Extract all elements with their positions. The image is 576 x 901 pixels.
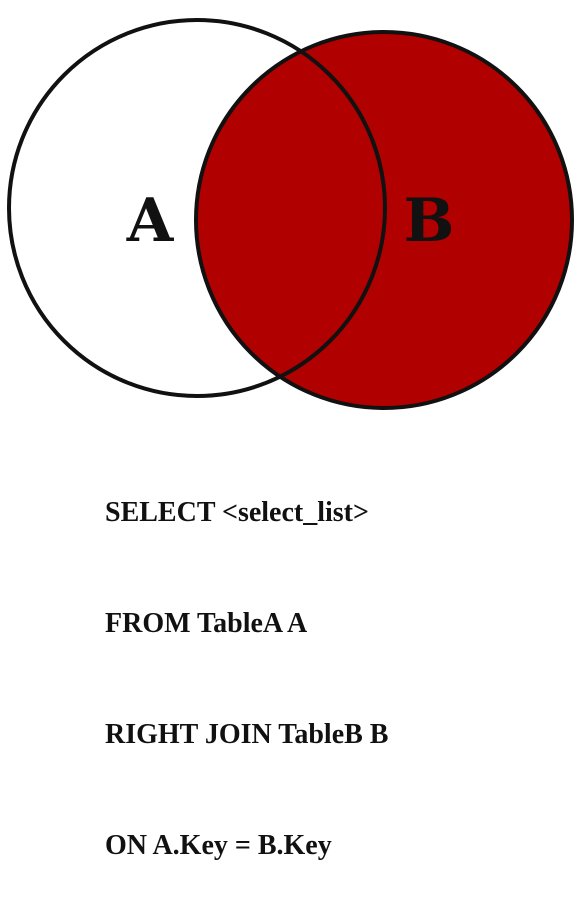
label-a: A bbox=[126, 186, 175, 256]
sql-line-select: SELECT <select_list> bbox=[105, 497, 369, 528]
sql-line-from: FROM TableA A bbox=[105, 608, 308, 639]
venn-diagram: A B bbox=[7, 18, 574, 410]
sql-query: SELECT <select_list> FROM TableA A RIGHT… bbox=[105, 420, 388, 901]
sql-line-join: RIGHT JOIN TableB B bbox=[105, 719, 389, 750]
circle-a bbox=[7, 18, 387, 398]
label-b: B bbox=[404, 186, 455, 256]
sql-line-on: ON A.Key = B.Key bbox=[105, 830, 332, 861]
